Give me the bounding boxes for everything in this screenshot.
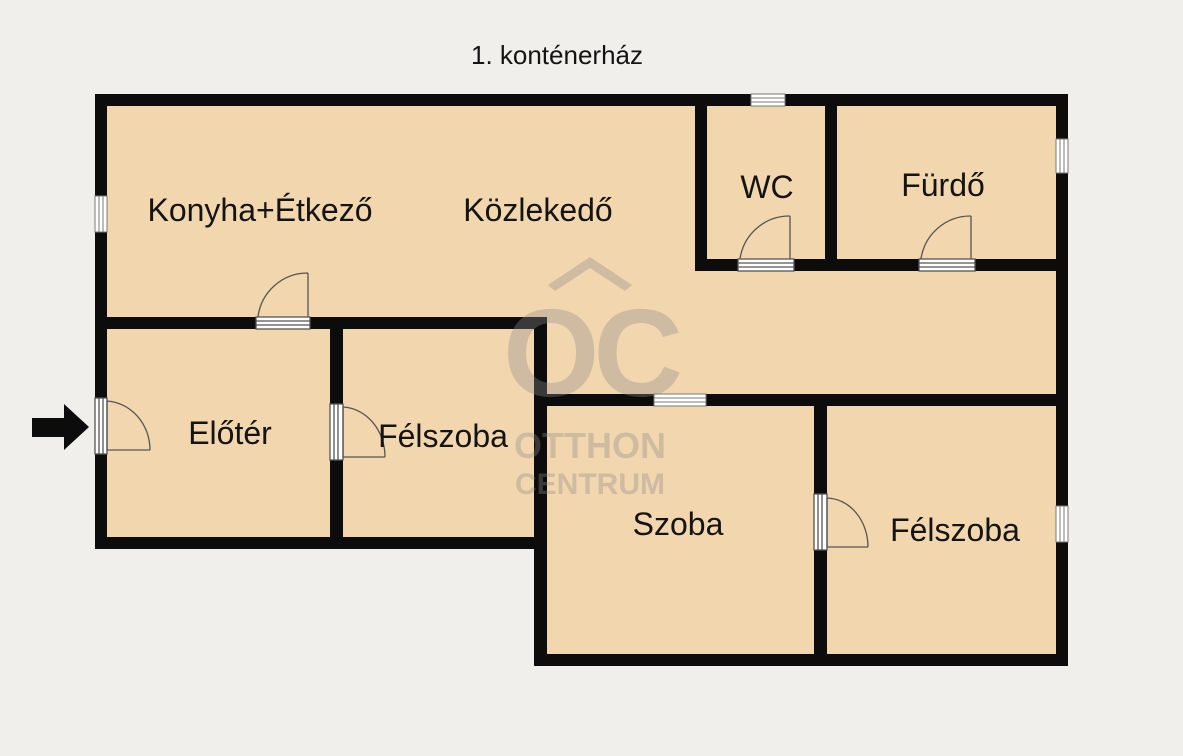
wall-wc-bath — [825, 94, 837, 271]
watermark-line2: CENTRUM — [515, 468, 665, 501]
door-swing-icon — [737, 215, 795, 272]
room-label-corridor: Közlekedő — [463, 192, 612, 228]
windows — [94, 93, 1069, 543]
door-swing-icon — [94, 397, 151, 455]
room-label-kitchen: Konyha+Étkező — [147, 192, 372, 228]
wall-bottom-left — [95, 537, 547, 549]
watermark-monogram: OC — [503, 285, 680, 423]
window-icon — [653, 393, 707, 407]
window-icon — [94, 195, 108, 233]
wall-hall-top — [95, 317, 547, 329]
room-label-wc: WC — [740, 169, 793, 205]
room-label-half-room-right: Félszoba — [890, 512, 1020, 548]
door-swing-icon — [813, 493, 869, 551]
watermark: OC OTTHON CENTRUM — [503, 257, 686, 501]
plan-title: 1. konténerház — [471, 40, 643, 70]
arrow-right-icon — [32, 404, 89, 450]
room-labels: 1. konténerház Konyha+Étkező Közlekedő W… — [147, 40, 1020, 548]
window-icon — [750, 93, 786, 107]
door-swing-icon — [918, 215, 976, 272]
roof-icon — [548, 257, 632, 291]
door-swing-icon — [255, 272, 311, 330]
wall-right — [1056, 94, 1068, 666]
room-label-hall: Előtér — [188, 415, 272, 451]
wall-bottom-right — [534, 654, 1068, 666]
wall-wc-left — [695, 94, 707, 271]
room-label-bathroom: Fürdő — [901, 167, 985, 203]
watermark-line1: OTTHON — [514, 425, 666, 466]
window-icon — [1055, 505, 1069, 543]
room-label-room: Szoba — [633, 506, 724, 542]
room-label-half-room-left: Félszoba — [378, 418, 508, 454]
door-swing-icon — [329, 403, 386, 461]
wall-top — [95, 94, 1068, 106]
doors — [94, 215, 976, 551]
window-icon — [1055, 138, 1069, 174]
